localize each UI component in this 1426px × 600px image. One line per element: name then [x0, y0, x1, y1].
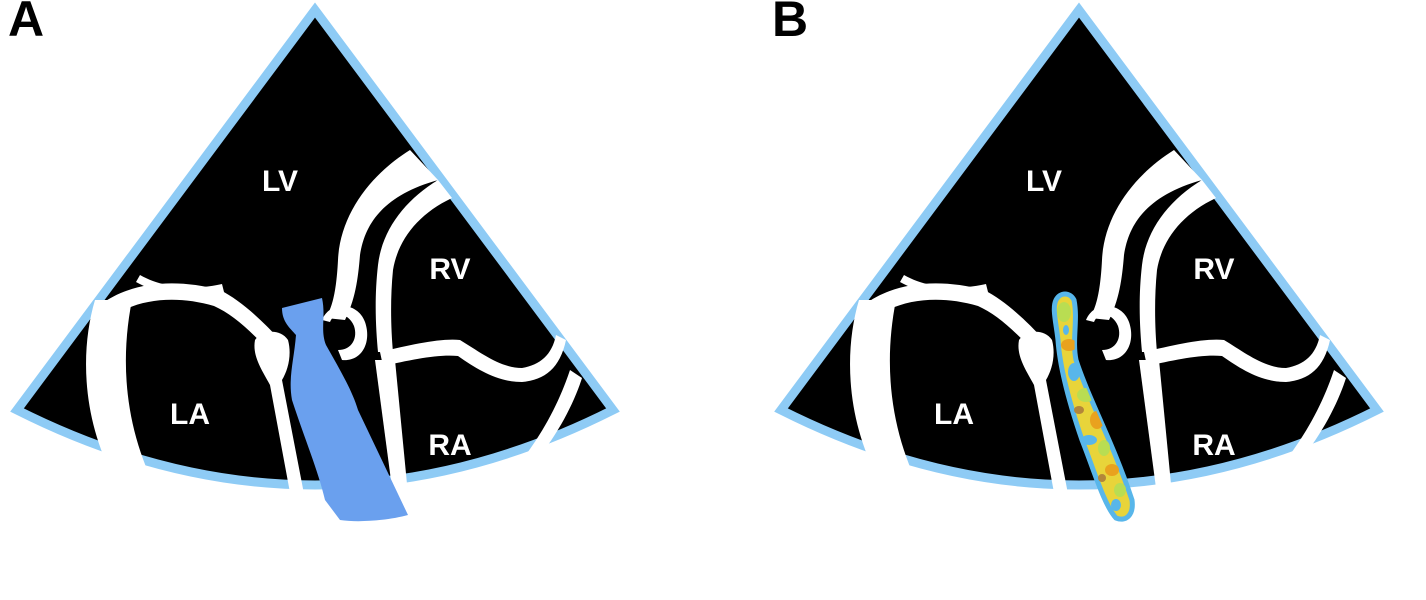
interventricular-septum: [1090, 150, 1202, 320]
echo-view-a: LV RV LA RA: [10, 2, 620, 525]
right-septal-band: [375, 180, 452, 352]
panel-letter-b: B: [772, 0, 809, 47]
label-rv: RV: [429, 253, 470, 286]
right-atrial-wall: [522, 370, 582, 462]
shunt-jet: [282, 298, 408, 522]
left-atrial-wall: [850, 300, 926, 500]
label-rv: RV: [1193, 253, 1234, 286]
label-lv: LV: [1026, 165, 1062, 198]
interatrial-septum-left: [1018, 331, 1074, 525]
interatrial-septum-right: [375, 360, 410, 518]
interventricular-septum: [326, 150, 438, 320]
panel-letter-a: A: [8, 0, 45, 47]
label-la: LA: [170, 398, 210, 431]
tricuspid-band: [380, 335, 566, 382]
label-lv: LV: [262, 165, 298, 198]
color-doppler-jet: [1051, 291, 1135, 522]
right-atrial-wall: [1286, 370, 1346, 462]
left-atrial-roof: [900, 275, 988, 297]
left-atrial-wall: [86, 300, 162, 500]
cardiac-walls: [86, 150, 582, 525]
mitral-band: [100, 283, 280, 352]
panel-b: LV RV LA RA B: [764, 0, 1424, 540]
left-atrial-roof: [136, 275, 224, 297]
label-ra: RA: [1192, 429, 1235, 462]
aortic-leaflet: [322, 305, 368, 361]
aortic-leaflet: [1086, 305, 1132, 361]
tricuspid-band: [1144, 335, 1330, 382]
echo-view-b: LV RV LA RA: [774, 2, 1384, 525]
right-septal-band: [1139, 180, 1216, 352]
mitral-band: [864, 283, 1044, 352]
panel-a: LV RV LA RA A: [0, 0, 660, 540]
label-la: LA: [934, 398, 974, 431]
label-ra: RA: [428, 429, 471, 462]
cardiac-walls: [850, 150, 1346, 525]
interatrial-septum-left: [254, 331, 310, 525]
interatrial-septum-right: [1139, 360, 1174, 518]
